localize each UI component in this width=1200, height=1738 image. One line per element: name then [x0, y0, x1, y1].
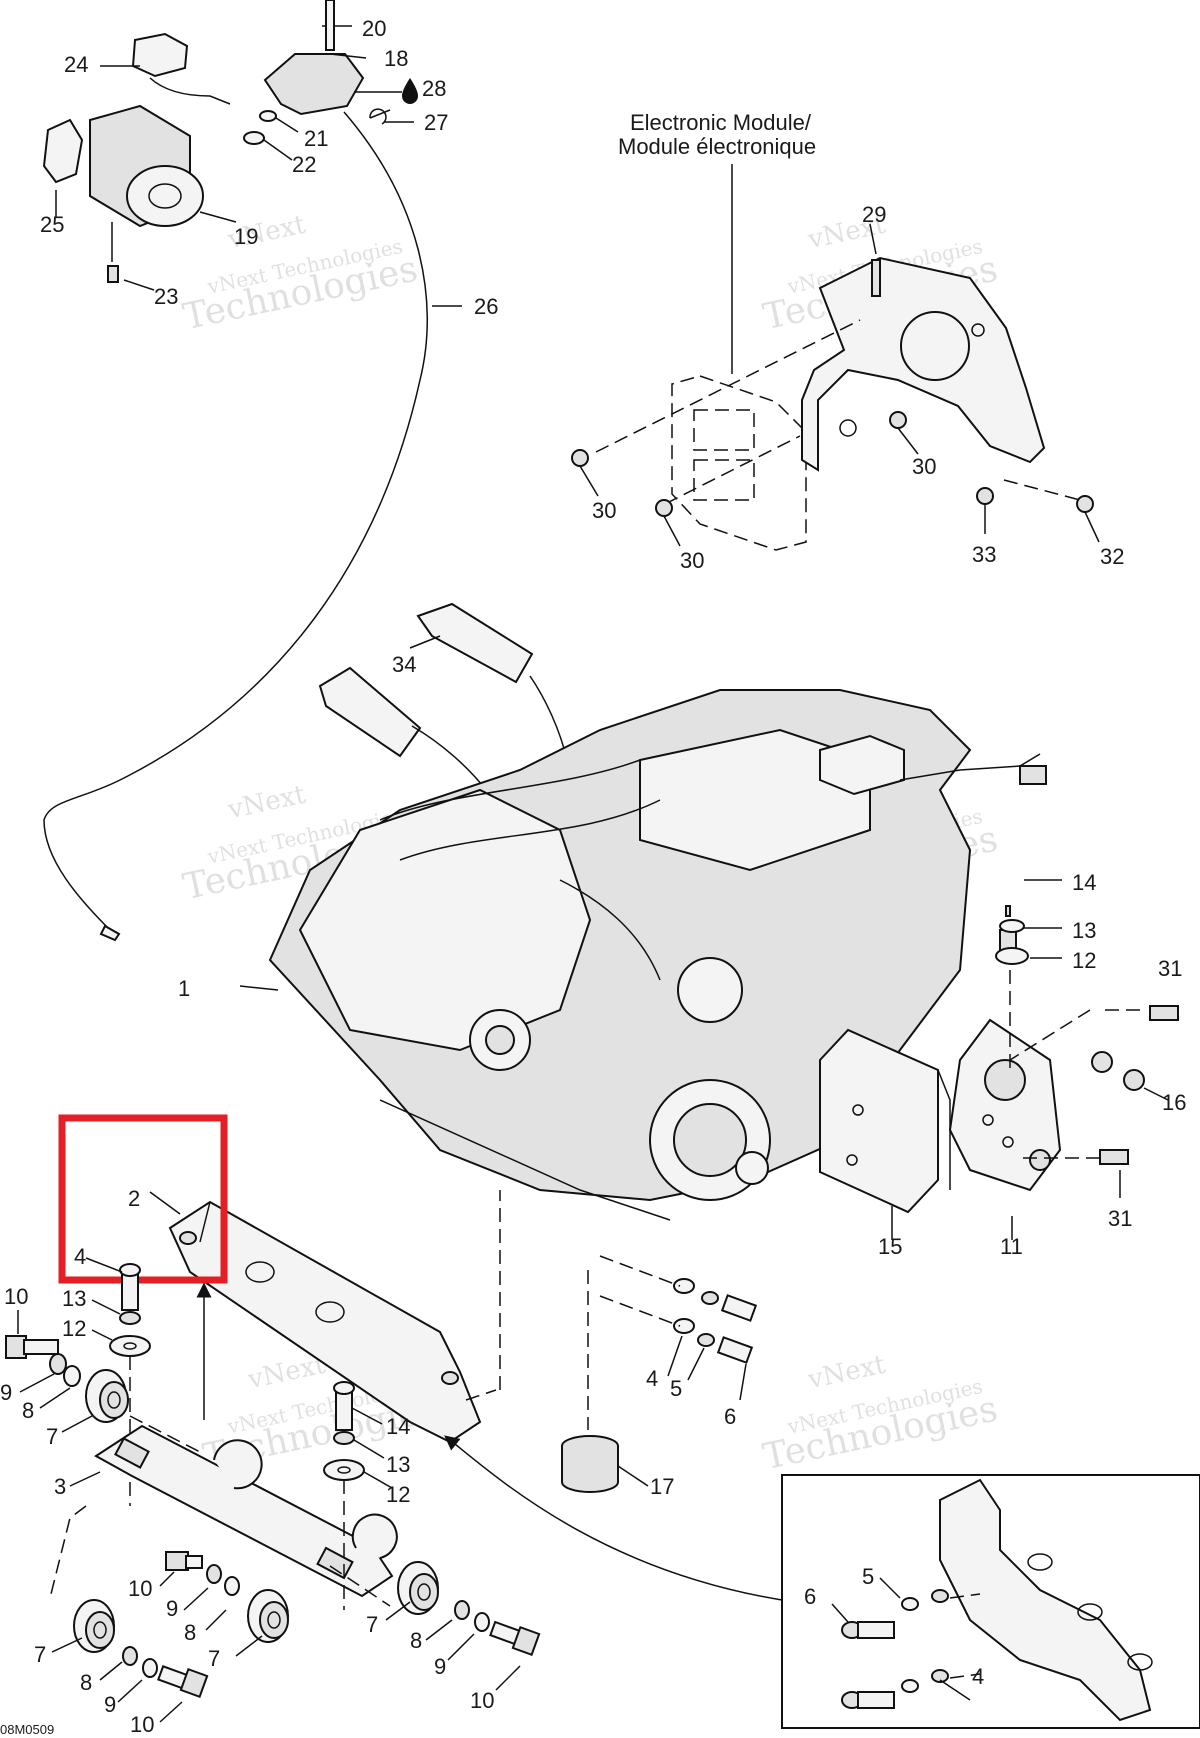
clip-25 [42, 118, 84, 218]
callout-9-mid-right: 9 [434, 1654, 446, 1679]
ignition-coil-19 [89, 104, 237, 228]
callout-7-upper-left: 7 [46, 1424, 58, 1449]
bolt-14-mid [323, 1381, 393, 1610]
callout-22: 22 [292, 152, 316, 177]
watermark-bottom-right: vNext vNext Technologies Technologies [760, 1350, 1002, 1479]
callout-4-left: 4 [74, 1244, 86, 1269]
module-label-line2: Module électronique [618, 134, 816, 159]
callout-9-lower-mid: 9 [166, 1596, 178, 1621]
stopper-15 [819, 1028, 951, 1214]
engine-assembly [239, 689, 1047, 1221]
oil-drop-icon [402, 78, 418, 104]
callout-12-left: 12 [62, 1316, 86, 1341]
callout-31-top: 31 [1158, 956, 1182, 981]
callout-34: 34 [392, 652, 416, 677]
callout-13-right: 13 [1072, 918, 1096, 943]
callout-30-center: 30 [912, 454, 936, 479]
connector-24 [100, 32, 231, 105]
module-label-line1: Electronic Module/ [630, 110, 812, 135]
callout-18: 18 [384, 46, 408, 71]
callout-6-right: 6 [724, 1404, 736, 1429]
callout-7-lower-mid: 7 [208, 1646, 220, 1671]
highlight-box [58, 1114, 228, 1284]
module-fasteners [571, 223, 1100, 547]
retaining-ring-27 [369, 108, 414, 125]
inset-detail [444, 1435, 1200, 1729]
callout-6-inset: 6 [804, 1584, 816, 1609]
callout-8-bottom-left: 8 [80, 1670, 92, 1695]
callout-5-right: 5 [670, 1376, 682, 1401]
right-fasteners [891, 879, 1179, 1240]
callout-2: 2 [128, 1186, 140, 1211]
callout-14-right: 14 [1072, 870, 1096, 895]
callout-12-mid: 12 [386, 1482, 410, 1507]
callout-3: 3 [54, 1474, 66, 1499]
washers-21-22 [243, 110, 299, 161]
callout-11: 11 [1000, 1234, 1023, 1259]
callout-14-mid: 14 [386, 1414, 410, 1439]
callout-5-inset: 5 [862, 1564, 874, 1589]
callout-33: 33 [972, 542, 996, 567]
bolt-4-left [85, 1257, 151, 1506]
bottom-mid-bushing-stack [385, 1561, 541, 1691]
callout-26: 26 [474, 294, 498, 319]
callout-19: 19 [234, 224, 258, 249]
callout-4-inset: 4 [972, 1664, 984, 1689]
callout-7-bottom-left: 7 [34, 1642, 46, 1667]
callout-24: 24 [64, 52, 88, 77]
callout-8-mid-right: 8 [410, 1628, 422, 1653]
callout-29: 29 [862, 202, 886, 227]
callout-17: 17 [650, 1474, 674, 1499]
callout-31-bottom: 31 [1108, 1206, 1132, 1231]
bushing-7-upper-left [61, 1369, 201, 1453]
stopper-17 [561, 1270, 649, 1493]
sensor-bracket-18 [263, 0, 367, 116]
callout-13-left: 13 [62, 1286, 86, 1311]
callout-1: 1 [178, 976, 190, 1001]
callout-10-mid-right: 10 [470, 1688, 494, 1713]
support-bar-3 [49, 1424, 398, 1607]
callout-7-mid-right: 7 [366, 1612, 378, 1637]
callout-8-lower-mid: 8 [184, 1620, 196, 1645]
callout-8-upper-left: 8 [22, 1398, 34, 1423]
callout-12-right: 12 [1072, 948, 1096, 973]
callout-10-upper-left: 10 [4, 1284, 28, 1309]
callout-30-left: 30 [592, 498, 616, 523]
engine-mount-bar-2 [149, 1190, 501, 1444]
callout-21: 21 [304, 126, 328, 151]
drop-marker-28 [354, 78, 418, 104]
hose-34 [318, 602, 574, 871]
bolts-4-5-6-right [599, 1255, 758, 1401]
sensor-cable-26 [43, 109, 462, 942]
callout-28: 28 [422, 76, 446, 101]
callout-30-bottom: 30 [680, 548, 704, 573]
callouts: 20 18 24 28 21 27 22 25 19 23 26 29 30 3… [0, 16, 1186, 1737]
lower-left-bushing-stack [159, 1551, 289, 1657]
callout-4-right: 4 [646, 1366, 658, 1391]
callout-25: 25 [40, 212, 64, 237]
module-bracket [801, 256, 1046, 472]
bottom-left-bushing-stack [51, 1599, 209, 1723]
drawing-code: 08M0509 [0, 1722, 54, 1737]
callout-10-lower-mid: 10 [128, 1576, 152, 1601]
callout-13-mid: 13 [386, 1452, 410, 1477]
callout-32: 32 [1100, 544, 1124, 569]
svg-text:vNext: vNext [225, 780, 309, 826]
callout-10-bottom-left: 10 [130, 1712, 154, 1737]
bolt-10-upper-left [5, 1310, 81, 1409]
watermark-top-left: vNext vNext Technologies Technologies [180, 210, 422, 339]
callout-9-upper-left: 9 [0, 1380, 12, 1405]
callout-23: 23 [154, 284, 178, 309]
callout-20: 20 [362, 16, 386, 41]
callout-27: 27 [424, 110, 448, 135]
callout-15: 15 [878, 1234, 902, 1259]
callout-16: 16 [1162, 1090, 1186, 1115]
electronic-module [671, 375, 807, 551]
svg-text:vNext: vNext [805, 1350, 889, 1396]
engine-support-11 [948, 1018, 1062, 1192]
screw-23 [107, 222, 155, 291]
callout-9-bottom-left: 9 [104, 1692, 116, 1717]
